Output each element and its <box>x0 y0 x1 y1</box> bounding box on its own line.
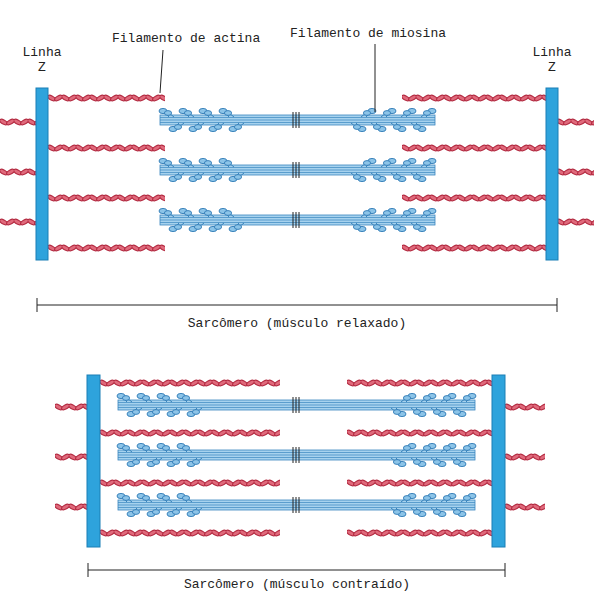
actin-filaments <box>55 378 545 538</box>
part-label: Filamento de actina <box>112 31 272 46</box>
part-label: Linha Z <box>20 45 64 75</box>
leader-lines <box>160 44 375 112</box>
z-lines <box>36 88 558 260</box>
scale-bar <box>88 563 505 577</box>
scale-bar <box>37 298 557 312</box>
myosin-filaments <box>117 393 476 516</box>
dimension-label: Sarcômero (músculo relaxado) <box>97 316 497 331</box>
z-lines <box>87 375 505 547</box>
dimension-label: Sarcômero (músculo contraído) <box>97 577 497 592</box>
actin-filaments <box>0 93 594 253</box>
part-label: Filamento de miosina <box>290 26 480 41</box>
myosin-filaments <box>159 108 436 231</box>
part-label: Linha Z <box>530 45 574 75</box>
